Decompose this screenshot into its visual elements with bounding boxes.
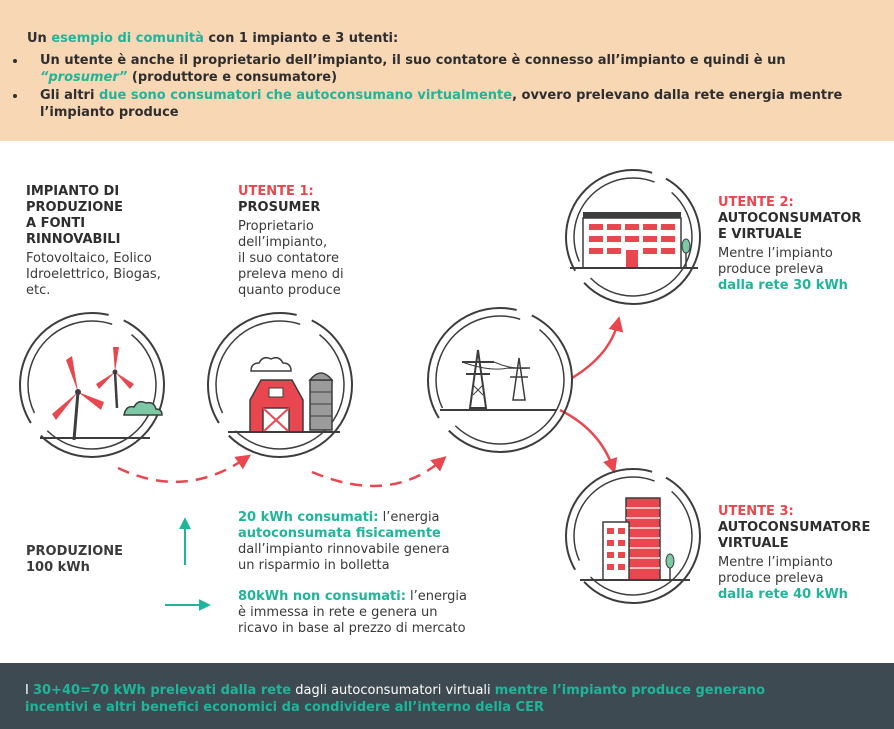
user3-label: UTENTE 3: xyxy=(718,504,794,519)
user2-block: UTENTE 2: AUTOCONSUMATOR E VIRTUALE Ment… xyxy=(718,195,888,294)
wind-turbine-icon xyxy=(19,312,165,458)
bullet-prosumer: Un utente è anche il proprietario dell’i… xyxy=(27,52,872,86)
user2-description: Mentre l’impianto produce preleva dalla … xyxy=(718,246,848,293)
user2-title: AUTOCONSUMATOR E VIRTUALE xyxy=(718,211,862,242)
header-panel: Un esempio di comunità con 1 impianto e … xyxy=(0,0,894,141)
consumed-block: 20 kWh consumati: l’energia autoconsumat… xyxy=(238,510,450,573)
skyscraper-icon xyxy=(565,468,701,604)
flow-arrow-grid-to-user2 xyxy=(571,316,624,380)
user3-block: UTENTE 3: AUTOCONSUMATORE VIRTUALE Mentr… xyxy=(718,504,888,603)
header-intro: Un esempio di comunità con 1 impianto e … xyxy=(27,31,399,46)
footer-text: I 30+40=70 kWh prelevati dalla rete dagl… xyxy=(25,683,766,715)
bullet-consumers: Gli altri due sono consumatori che autoc… xyxy=(27,87,872,121)
header-bullets: Un utente è anche il proprietario dell’i… xyxy=(14,52,872,122)
user3-description: Mentre l’impianto produce preleva dalla … xyxy=(718,555,848,602)
office-building-icon xyxy=(565,169,701,305)
power-pylon-icon xyxy=(427,307,573,453)
user1-description: Proprietario dell’impianto, il suo conta… xyxy=(238,219,344,298)
footer-panel: I 30+40=70 kWh prelevati dalla rete dagl… xyxy=(0,663,894,729)
barn-icon xyxy=(207,312,353,458)
user1-title: PROSUMER xyxy=(238,200,321,215)
user1-label: UTENTE 1: xyxy=(238,184,314,199)
user1-block: UTENTE 1: PROSUMER Proprietario dell’imp… xyxy=(238,184,398,299)
plant-description: Fotovoltaico, Eolico Idroelettrico, Biog… xyxy=(26,251,161,298)
user3-title: AUTOCONSUMATORE VIRTUALE xyxy=(718,520,871,551)
flow-arrow-prosumer-to-grid xyxy=(311,456,447,488)
plant-title: IMPIANTO DI PRODUZIONE A FONTI RINNOVABI… xyxy=(26,184,124,247)
flow-arrow-grid-to-user3 xyxy=(559,408,618,474)
user2-label: UTENTE 2: xyxy=(718,195,794,210)
plant-block: IMPIANTO DI PRODUZIONE A FONTI RINNOVABI… xyxy=(26,184,186,299)
production-label: PRODUZIONE 100 kWh xyxy=(26,544,124,575)
not-consumed-block: 80kWh non consumati: l’energia è immessa… xyxy=(238,589,467,636)
flow-arrow-plant-to-prosumer xyxy=(117,454,251,484)
